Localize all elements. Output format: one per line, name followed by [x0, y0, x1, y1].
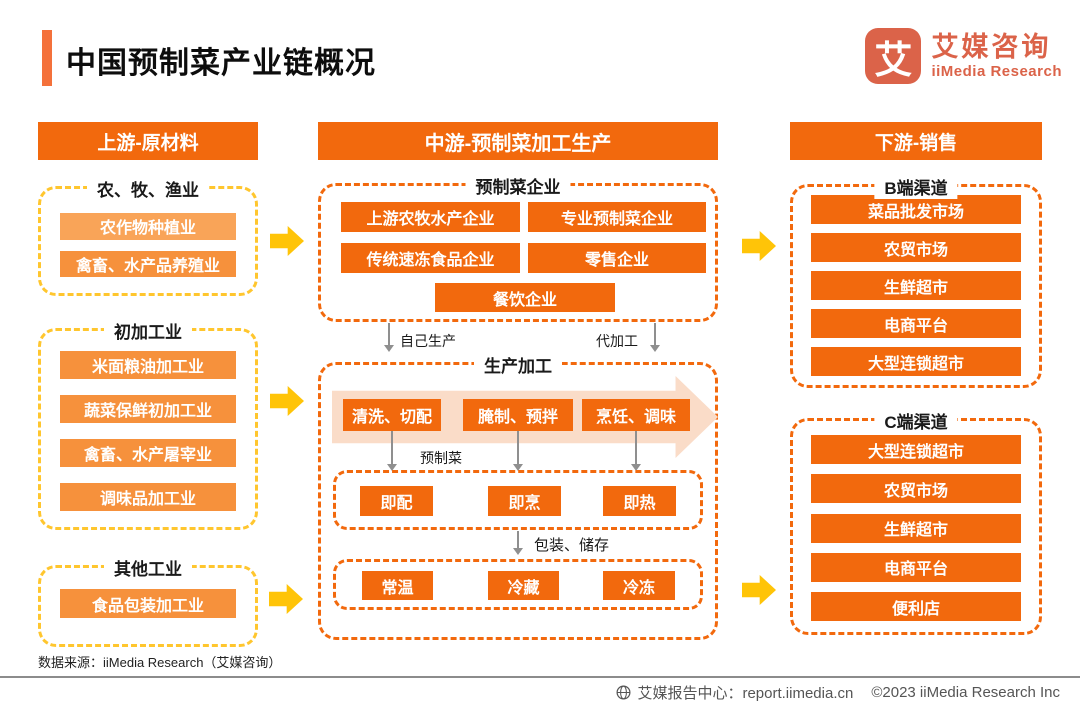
b-channel-item: 电商平台 [811, 309, 1021, 338]
upstream-group-primary-processing: 初加工业 米面粮油加工业 蔬菜保鲜初加工业 禽畜、水产屠宰业 调味品加工业 [38, 318, 258, 530]
upstream-item: 蔬菜保鲜初加工业 [60, 395, 236, 423]
downstream-header: 下游-销售 [790, 122, 1042, 160]
b-channel-item: 生鲜超市 [811, 271, 1021, 300]
c-channel-item: 大型连锁超市 [811, 435, 1021, 464]
premade-label: 预制菜 [420, 450, 462, 466]
ready-type: 即热 [603, 486, 676, 516]
process-step: 清洗、切配 [343, 399, 441, 431]
footer-divider [0, 676, 1080, 678]
arrow-upstream-to-midstream-2 [270, 386, 304, 416]
b-channel-title: B端渠道 [874, 174, 958, 199]
upstream-group-agriculture: 农、牧、渔业 农作物种植业 禽畜、水产品养殖业 [38, 176, 258, 296]
arrow-upstream-to-midstream-3 [269, 584, 303, 614]
c-channel-item: 电商平台 [811, 552, 1021, 582]
connector-step-to-type-3 [631, 431, 641, 471]
data-source-note: 数据来源：iiMedia Research（艾媒咨询） [38, 655, 282, 670]
logo-name-en: iiMedia Research [931, 63, 1062, 81]
arrow-midstream-to-downstream-2 [742, 575, 776, 605]
upstream-item: 禽畜、水产屠宰业 [60, 439, 236, 467]
process-step: 烹饪、调味 [582, 399, 690, 431]
report-center-text: 艾媒报告中心：report.iimedia.cn [637, 685, 854, 702]
upstream-item: 食品包装加工业 [60, 589, 236, 618]
c-channel-group: C端渠道 大型连锁超市 农贸市场 生鲜超市 电商平台 便利店 [790, 408, 1042, 635]
production-group-title: 生产加工 [474, 352, 562, 377]
packaging-storage-label: 包装、储存 [534, 537, 610, 554]
page-title: 中国预制菜产业链概况 [66, 47, 376, 80]
upstream-group1-title: 农、牧、渔业 [87, 176, 209, 201]
enterprise-item: 专业预制菜企业 [528, 202, 706, 232]
storage-type: 冷冻 [603, 571, 675, 600]
footer-right: 艾媒报告中心：report.iimedia.cn ©2023 iiMedia R… [616, 682, 1060, 702]
b-channel-group: B端渠道 菜品批发市场 农贸市场 生鲜超市 电商平台 大型连锁超市 [790, 174, 1042, 388]
c-channel-title: C端渠道 [874, 408, 958, 433]
enterprises-group-title: 预制菜企业 [465, 173, 571, 198]
connector-step-to-type-2 [513, 431, 523, 471]
iimedia-logo: 艾 艾媒咨询 iiMedia Research [865, 28, 1062, 84]
upstream-item: 调味品加工业 [60, 483, 236, 511]
upstream-group2-title: 初加工业 [104, 318, 192, 343]
arrow-upstream-to-midstream-1 [270, 226, 304, 256]
connector-step-to-type-1 [387, 431, 397, 471]
logo-text: 艾媒咨询 iiMedia Research [931, 32, 1062, 80]
connector-oem [650, 323, 660, 352]
enterprise-item: 上游农牧水产企业 [341, 202, 520, 232]
connector-packaging [513, 531, 523, 555]
enterprise-item: 传统速冻食品企业 [341, 243, 520, 273]
oem-label: 代加工 [596, 333, 638, 349]
upstream-item: 米面粮油加工业 [60, 351, 236, 379]
storage-type: 常温 [362, 571, 433, 600]
process-step: 腌制、预拌 [463, 399, 573, 431]
enterprise-item: 零售企业 [528, 243, 706, 273]
ready-type: 即烹 [488, 486, 561, 516]
storage-types-box [333, 559, 703, 610]
upstream-item: 禽畜、水产品养殖业 [60, 250, 236, 277]
production-group: 生产加工 [318, 352, 718, 640]
upstream-group3-title: 其他工业 [104, 555, 192, 580]
ready-type: 即配 [360, 486, 433, 516]
storage-type: 冷藏 [488, 571, 559, 600]
c-channel-item: 农贸市场 [811, 474, 1021, 504]
c-channel-item: 便利店 [811, 592, 1021, 621]
copyright-text: ©2023 iiMedia Research Inc [871, 684, 1060, 701]
c-channel-item: 生鲜超市 [811, 513, 1021, 543]
arrow-midstream-to-downstream-1 [742, 231, 776, 261]
b-channel-item: 大型连锁超市 [811, 347, 1021, 376]
b-channel-item: 农贸市场 [811, 233, 1021, 262]
logo-name-cn: 艾媒咨询 [931, 31, 1052, 62]
enterprise-item: 餐饮企业 [435, 283, 615, 312]
b-channel-item: 菜品批发市场 [811, 195, 1021, 224]
globe-icon [616, 685, 631, 700]
connector-self-production [384, 323, 394, 352]
title-accent-bar [42, 30, 52, 86]
iimedia-logo-icon: 艾 [865, 28, 922, 84]
midstream-header: 中游-预制菜加工生产 [318, 122, 718, 160]
upstream-group-other-industry: 其他工业 食品包装加工业 [38, 555, 258, 647]
self-production-label: 自己生产 [400, 333, 456, 349]
upstream-header: 上游-原材料 [38, 122, 258, 160]
midstream-enterprises-group: 预制菜企业 [318, 173, 718, 322]
ready-types-box [333, 470, 703, 530]
upstream-item: 农作物种植业 [60, 213, 236, 240]
